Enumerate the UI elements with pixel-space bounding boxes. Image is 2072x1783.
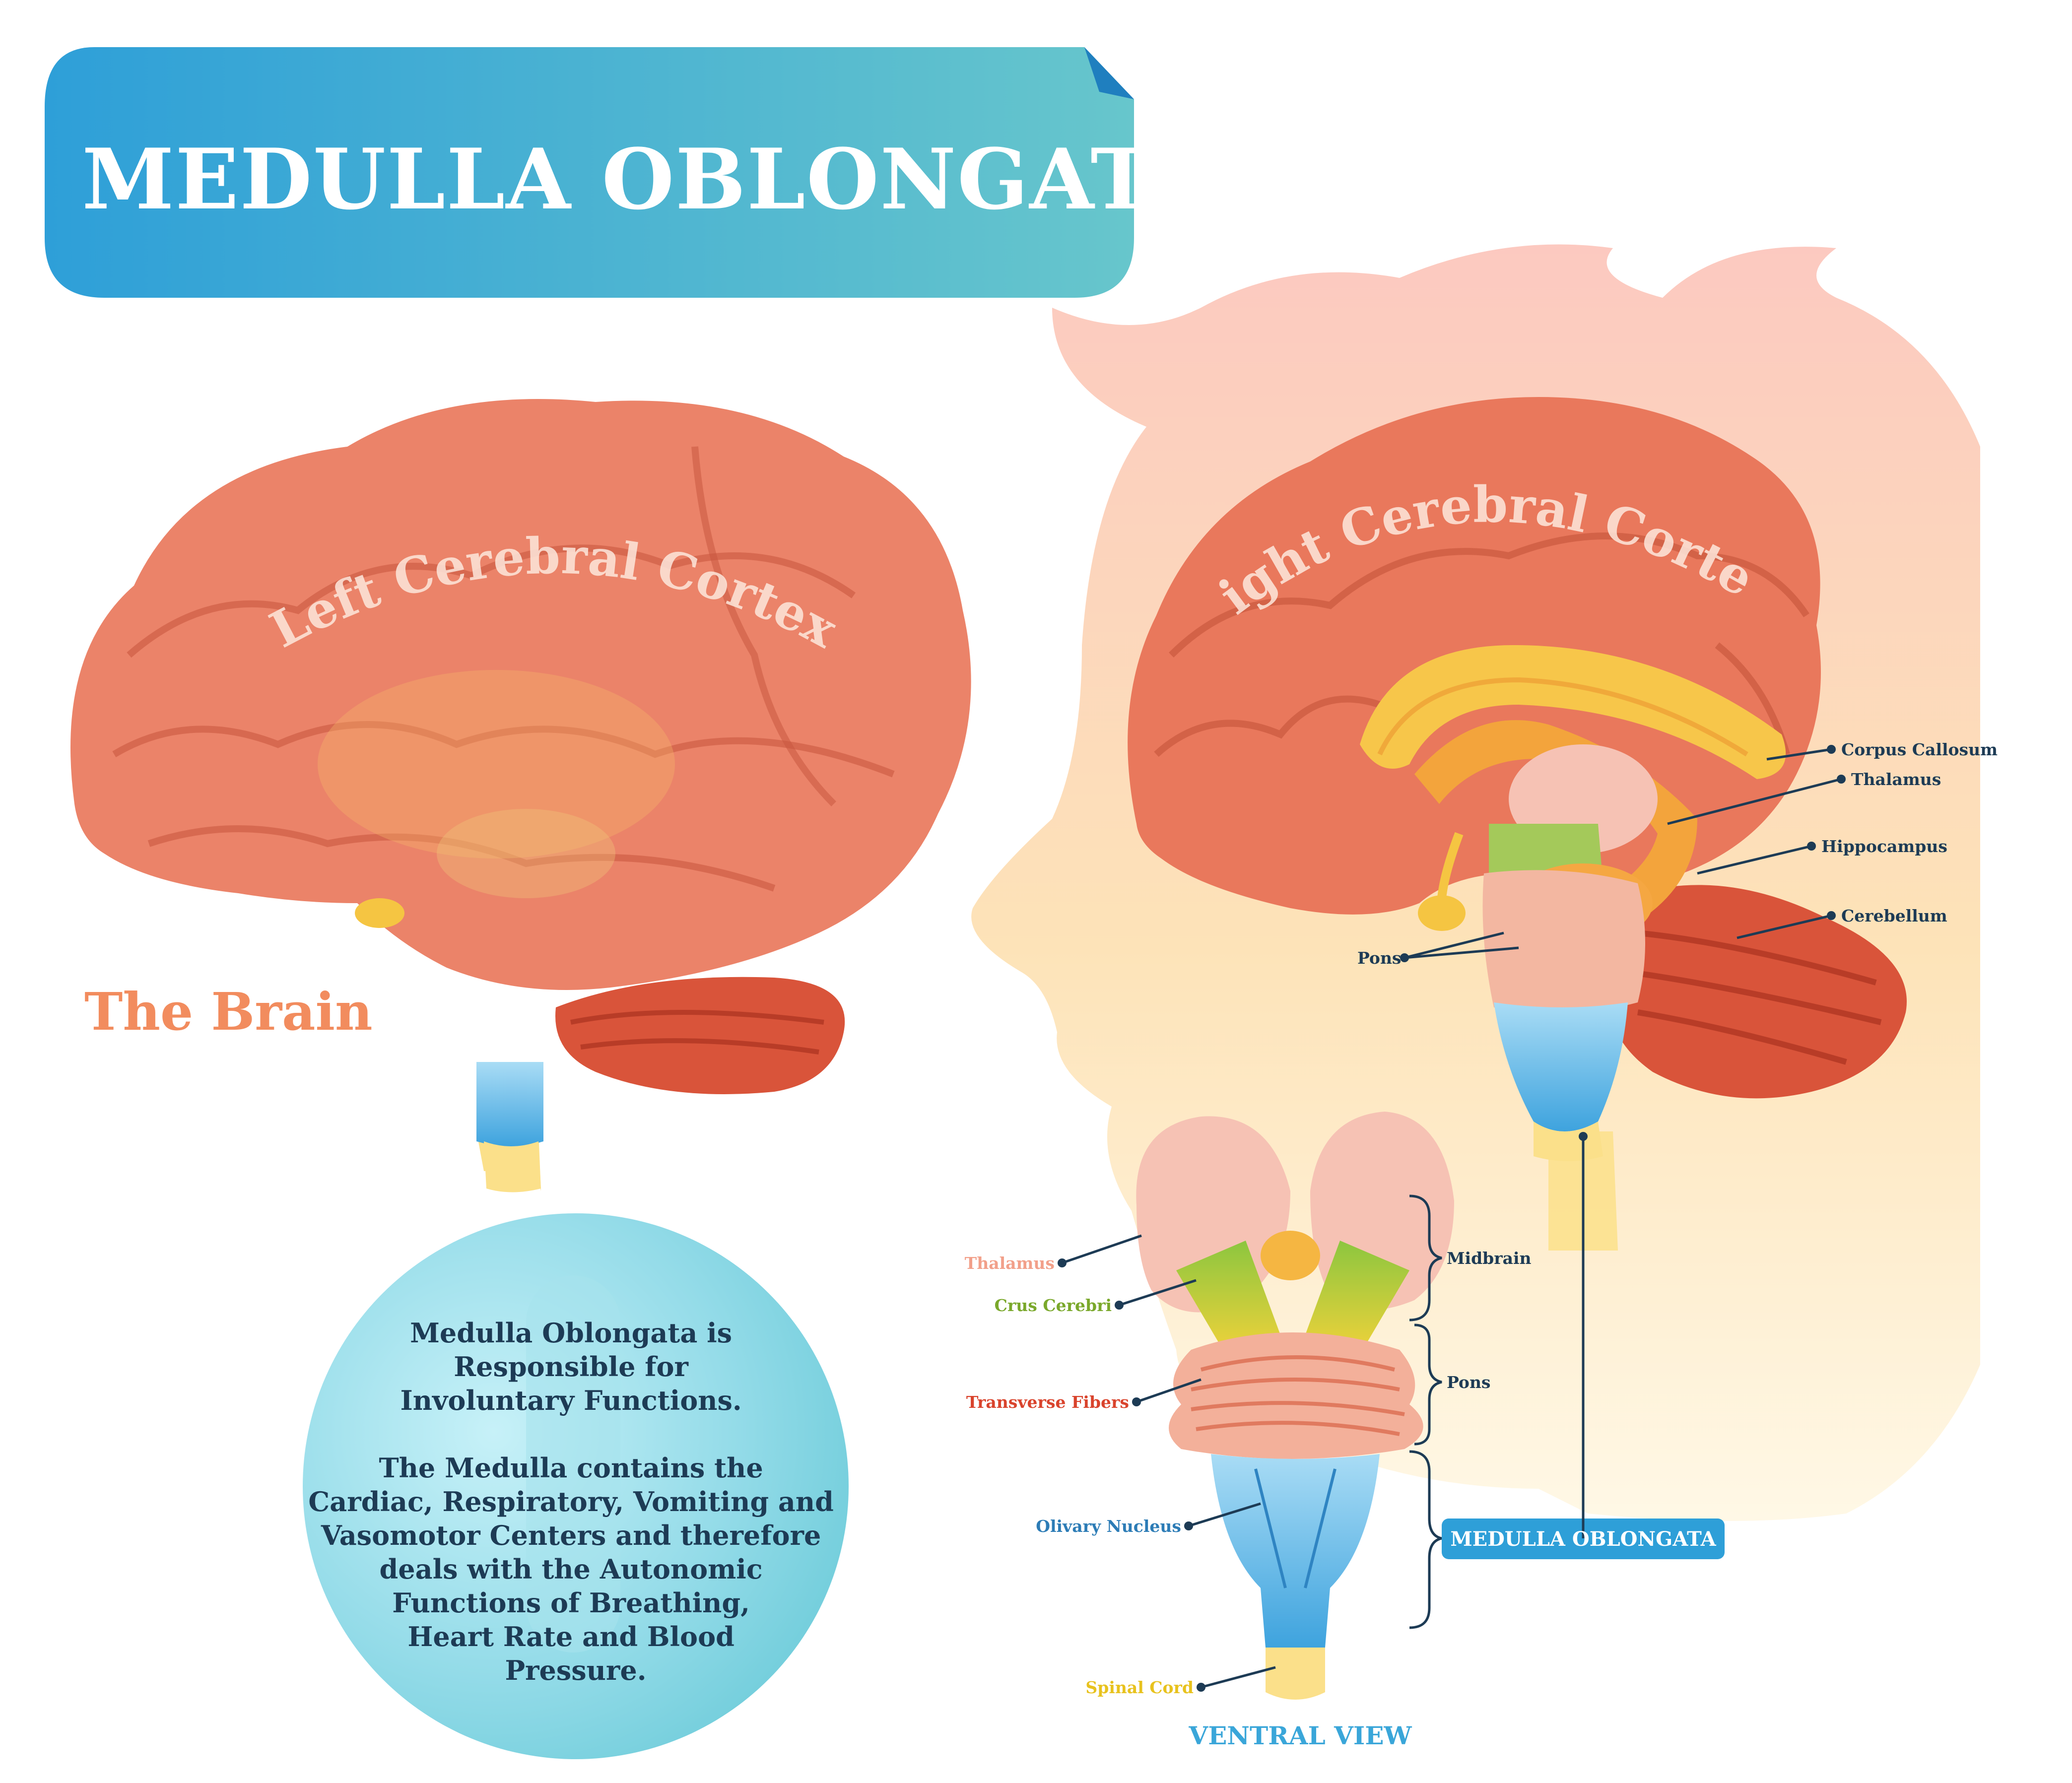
right-brain-callouts: Corpus Callosum Thalamus Hippocampus Cer… (1357, 740, 1998, 1538)
page-title: MEDULLA OBLONGATA (82, 130, 1215, 228)
label-pons-sagittal: Pons (1357, 948, 1402, 968)
badge-label: MEDULLA OBLONGATA (1450, 1527, 1716, 1551)
left-brain-illustration: Left Cerebral Cortex (70, 399, 971, 1192)
label-cerebellum: Cerebellum (1841, 906, 1947, 925)
label-corpus-callosum: Corpus Callosum (1841, 740, 1998, 759)
title-banner: MEDULLA OBLONGATA (45, 47, 1215, 298)
label-thalamus-ventral: Thalamus (965, 1254, 1055, 1273)
info-text: Medulla Oblongata is Responsible for Inv… (308, 1317, 843, 1686)
label-midbrain: Midbrain (1447, 1249, 1532, 1268)
label-thalamus: Thalamus (1851, 770, 1941, 789)
ventral-left-callouts: Thalamus Crus Cerebri Transverse Fibers … (965, 1234, 1276, 1697)
label-olivary-nucleus: Olivary Nucleus (1036, 1517, 1181, 1536)
label-transverse-fibers: Transverse Fibers (966, 1392, 1129, 1412)
label-spinal-cord: Spinal Cord (1085, 1678, 1194, 1697)
info-circle: Medulla Oblongata is Responsible for Inv… (303, 1213, 849, 1759)
label-crus-cerebri: Crus Cerebri (995, 1296, 1112, 1315)
ventral-view-illustration (1136, 1112, 1454, 1700)
label-hippocampus: Hippocampus (1821, 837, 1947, 856)
ventral-view-caption: VENTRAL VIEW (1188, 1721, 1412, 1750)
brain-caption: The Brain (84, 981, 373, 1042)
medulla-oblongata-badge: MEDULLA OBLONGATA (1442, 1519, 1725, 1559)
label-pons-ventral: Pons (1447, 1373, 1491, 1392)
